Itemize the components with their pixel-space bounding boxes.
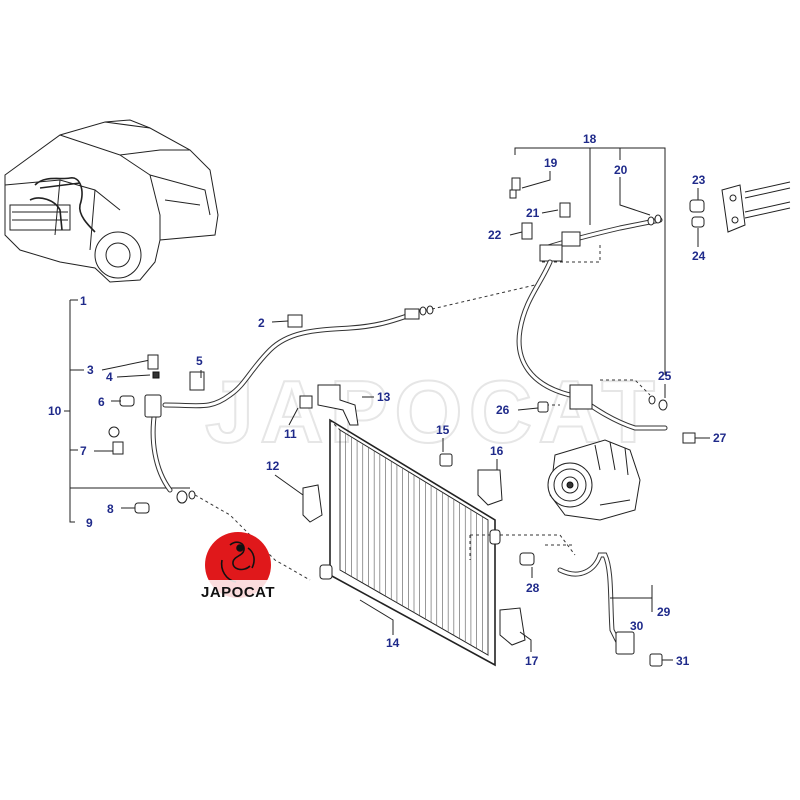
callout-27: 27 bbox=[713, 431, 727, 445]
callout-leaders bbox=[94, 171, 710, 661]
callout-5: 5 bbox=[196, 354, 203, 368]
callout-6: 6 bbox=[98, 395, 105, 409]
callout-28: 28 bbox=[526, 581, 540, 595]
callout-22: 22 bbox=[488, 228, 502, 242]
japocat-logo: JAPOCAT bbox=[198, 532, 282, 602]
callout-15: 15 bbox=[436, 423, 450, 437]
callout-29: 29 bbox=[657, 605, 671, 619]
callout-26: 26 bbox=[496, 403, 510, 417]
callout-2: 2 bbox=[258, 316, 265, 330]
callout-4: 4 bbox=[106, 370, 113, 384]
bracket-13 bbox=[317, 384, 359, 426]
callout-11: 11 bbox=[284, 427, 297, 441]
callout-25: 25 bbox=[658, 369, 672, 383]
callout-10: 10 bbox=[48, 404, 62, 418]
callout-9: 9 bbox=[86, 516, 93, 530]
callout-24: 24 bbox=[692, 249, 706, 263]
callout-30: 30 bbox=[630, 619, 644, 633]
condenser-brackets bbox=[302, 453, 526, 646]
callout-23: 23 bbox=[692, 173, 706, 187]
condenser-14 bbox=[319, 418, 501, 667]
callout-labels: 1 2 3 4 5 6 7 8 9 10 11 12 13 14 15 16 1… bbox=[48, 132, 727, 668]
callout-31: 31 bbox=[676, 654, 690, 668]
left-small-parts bbox=[108, 314, 313, 514]
callout-19: 19 bbox=[544, 156, 558, 170]
truck-illustration bbox=[4, 119, 219, 283]
callout-20: 20 bbox=[614, 163, 628, 177]
tube-assembly-1 bbox=[144, 305, 434, 504]
service-valves bbox=[689, 181, 791, 233]
callout-13: 13 bbox=[377, 390, 391, 404]
watermark-text: JAPOCAT bbox=[205, 362, 661, 461]
callout-18: 18 bbox=[583, 132, 597, 146]
suction-hose bbox=[519, 552, 663, 667]
callout-14: 14 bbox=[386, 636, 400, 650]
callout-17: 17 bbox=[525, 654, 539, 668]
callout-8: 8 bbox=[107, 502, 114, 516]
callout-12: 12 bbox=[266, 459, 280, 473]
callout-1: 1 bbox=[80, 294, 87, 308]
callout-3: 3 bbox=[87, 363, 94, 377]
logo-text: JAPOCAT bbox=[201, 584, 275, 601]
callout-16: 16 bbox=[490, 444, 504, 458]
compressor bbox=[547, 439, 641, 521]
callout-21: 21 bbox=[526, 206, 540, 220]
callout-7: 7 bbox=[80, 444, 87, 458]
